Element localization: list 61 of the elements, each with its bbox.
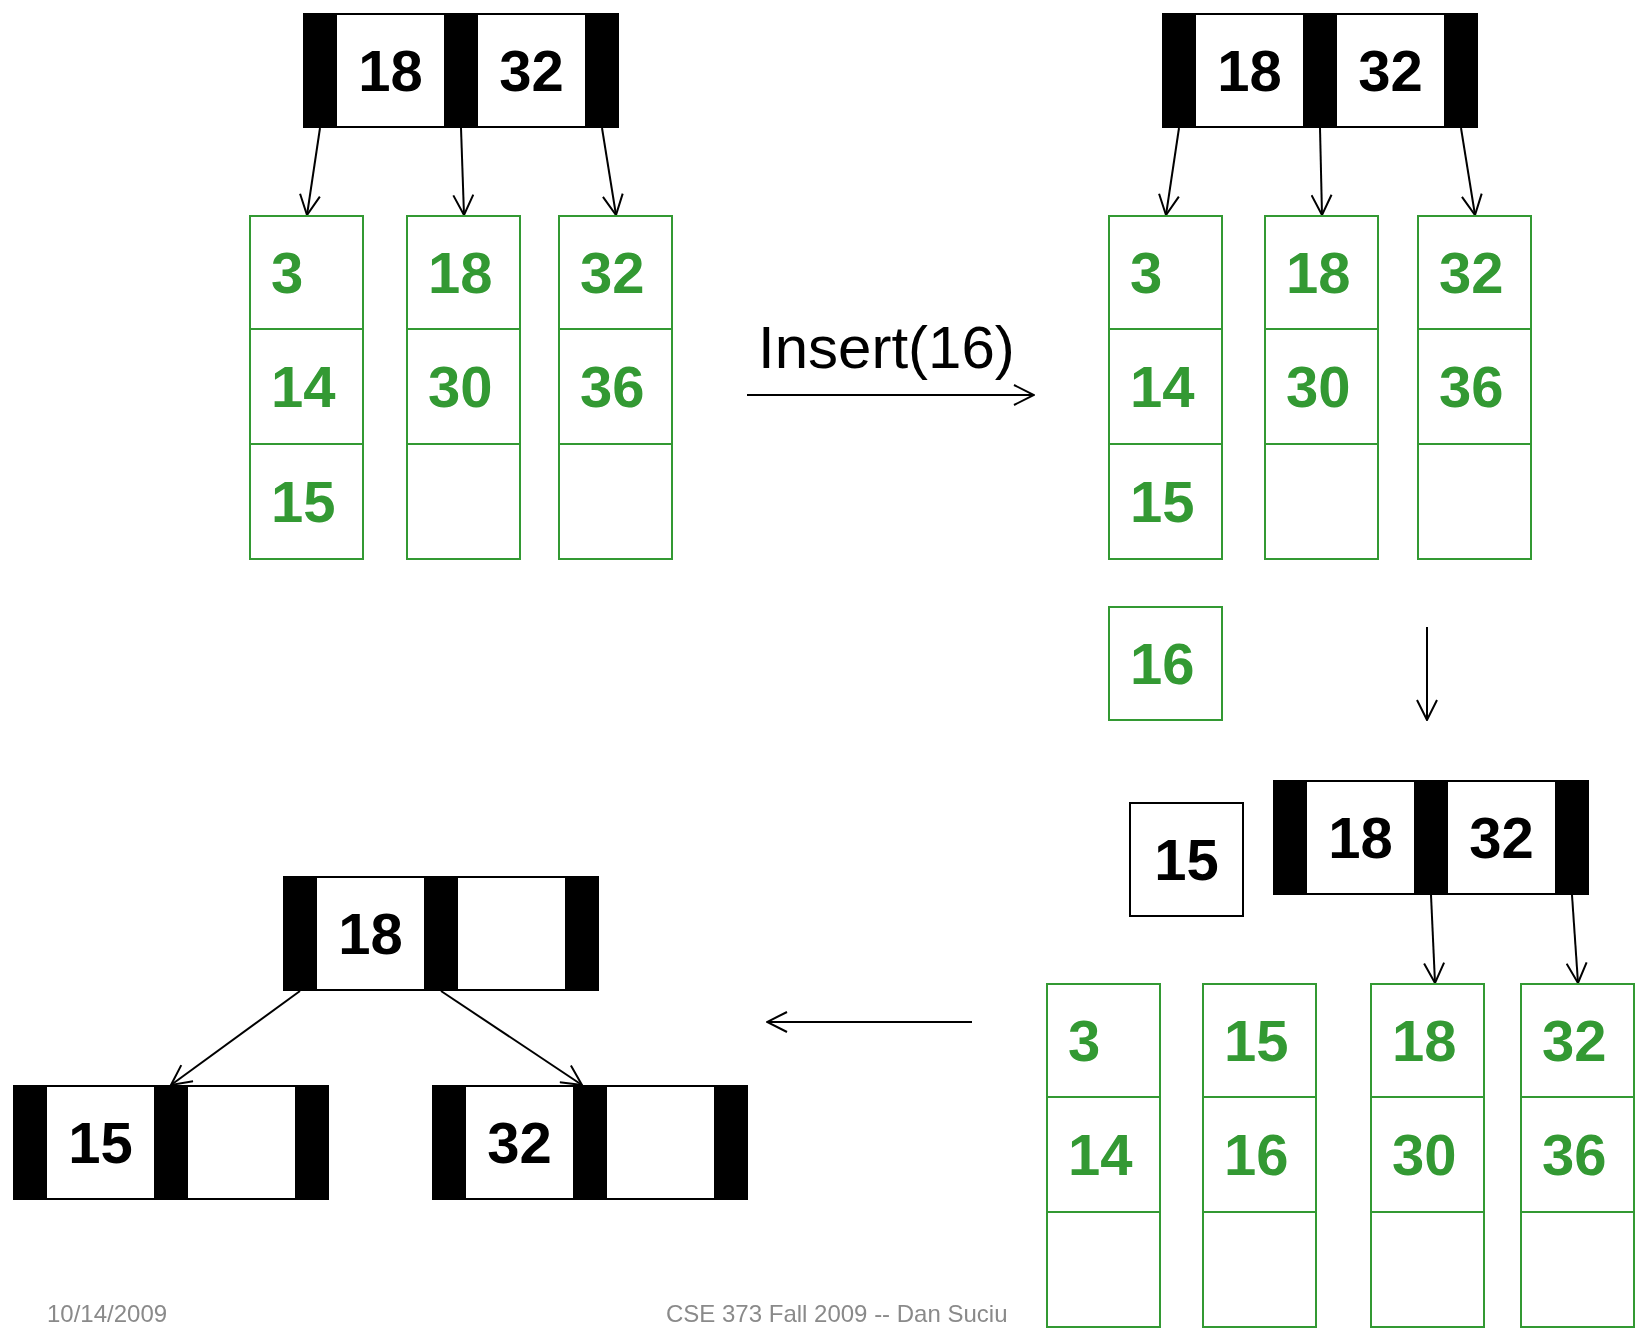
leaf-block <box>249 215 364 560</box>
footer-date: 10/14/2009 <box>47 1302 168 1326</box>
pointer-arrow <box>440 990 583 1086</box>
record-cell: 32 <box>1520 983 1635 1098</box>
leaf-block <box>1264 215 1379 560</box>
record-cell: 16 <box>1202 1096 1317 1213</box>
pointer-arrow <box>452 127 475 216</box>
record-cell: 16 <box>1108 606 1223 721</box>
leaf-block <box>1417 215 1532 560</box>
leaf-block <box>1202 983 1317 1328</box>
record-cell: 3 <box>249 215 364 330</box>
key-cell: 18 <box>337 15 444 126</box>
pointer-arrow <box>170 990 301 1086</box>
record-cell: 14 <box>249 328 364 445</box>
leaf-block <box>1108 215 1223 560</box>
index-node <box>1162 13 1478 128</box>
pointer-arrow <box>1565 894 1588 984</box>
record-cell: 36 <box>558 328 673 445</box>
key-cell: 18 <box>317 878 424 989</box>
record-cell: 15 <box>1202 983 1317 1098</box>
record-cell: 18 <box>1370 983 1485 1098</box>
record-cell: 32 <box>558 215 673 330</box>
key-box: 15 <box>1129 802 1244 917</box>
key-cell: 32 <box>466 1087 573 1198</box>
leaf-block <box>406 215 521 560</box>
record-cell: 15 <box>249 443 364 560</box>
record-cell: 18 <box>406 215 521 330</box>
record-cell: 30 <box>406 328 521 445</box>
record-cell: 14 <box>1046 1096 1161 1213</box>
index-node <box>432 1085 748 1200</box>
record-cell: 3 <box>1046 983 1161 1098</box>
pointer-arrow <box>601 127 624 216</box>
record-cell: 15 <box>1108 443 1223 560</box>
record-cell: 32 <box>1417 215 1532 330</box>
pointer-arrow <box>1158 127 1180 216</box>
index-node <box>1273 780 1589 895</box>
record-cell: 18 <box>1264 215 1379 330</box>
record-cell: 3 <box>1108 215 1223 330</box>
index-node <box>283 876 599 991</box>
pointer-arrow <box>1460 127 1483 216</box>
record-cell: 14 <box>1108 328 1223 445</box>
key-cell: 32 <box>1337 15 1444 126</box>
leaf-block <box>558 215 673 560</box>
pointer-arrow <box>1423 894 1446 984</box>
key-cell: 15 <box>47 1087 154 1198</box>
pointer-arrow <box>1310 127 1333 216</box>
pointer-arrow <box>299 127 321 216</box>
key-cell: 18 <box>1196 15 1303 126</box>
record-cell: 30 <box>1264 328 1379 445</box>
record-cell: 36 <box>1520 1096 1635 1213</box>
key-cell: 18 <box>1307 782 1414 893</box>
leaf-block <box>1046 983 1161 1328</box>
leaf-block <box>1520 983 1635 1328</box>
record-cell: 30 <box>1370 1096 1485 1213</box>
index-node <box>13 1085 329 1200</box>
key-cell: 32 <box>1448 782 1555 893</box>
key-cell: 32 <box>478 15 585 126</box>
index-node <box>303 13 619 128</box>
operation-label: Insert(16) <box>758 318 1015 378</box>
leaf-block <box>1370 983 1485 1328</box>
record-cell: 36 <box>1417 328 1532 445</box>
